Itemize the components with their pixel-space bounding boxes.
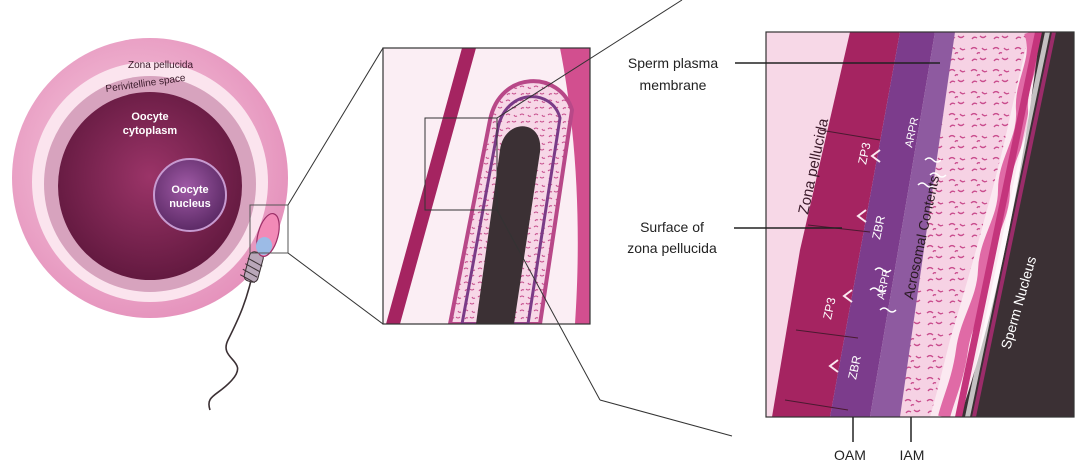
- zoom-connectors: [288, 48, 383, 324]
- cytoplasm-label-line2: cytoplasm: [123, 125, 178, 137]
- callout-membrane-line1: Sperm plasma: [628, 55, 718, 71]
- callout-surface-line1: Surface of: [640, 219, 704, 235]
- oam-label: OAM: [834, 447, 866, 463]
- oocyte-zona-label: Zona pellucida: [128, 60, 193, 71]
- callout-membrane-line2: membrane: [640, 77, 707, 93]
- callout-surface-line2: zona pellucida: [627, 240, 717, 256]
- nucleus-label-line2: nucleus: [169, 198, 211, 210]
- nucleus-label-line1: Oocyte: [171, 184, 208, 196]
- cytoplasm-label-line1: Oocyte: [131, 111, 168, 123]
- iam-label: IAM: [900, 447, 925, 463]
- zoom-panel-middle: [383, 48, 590, 324]
